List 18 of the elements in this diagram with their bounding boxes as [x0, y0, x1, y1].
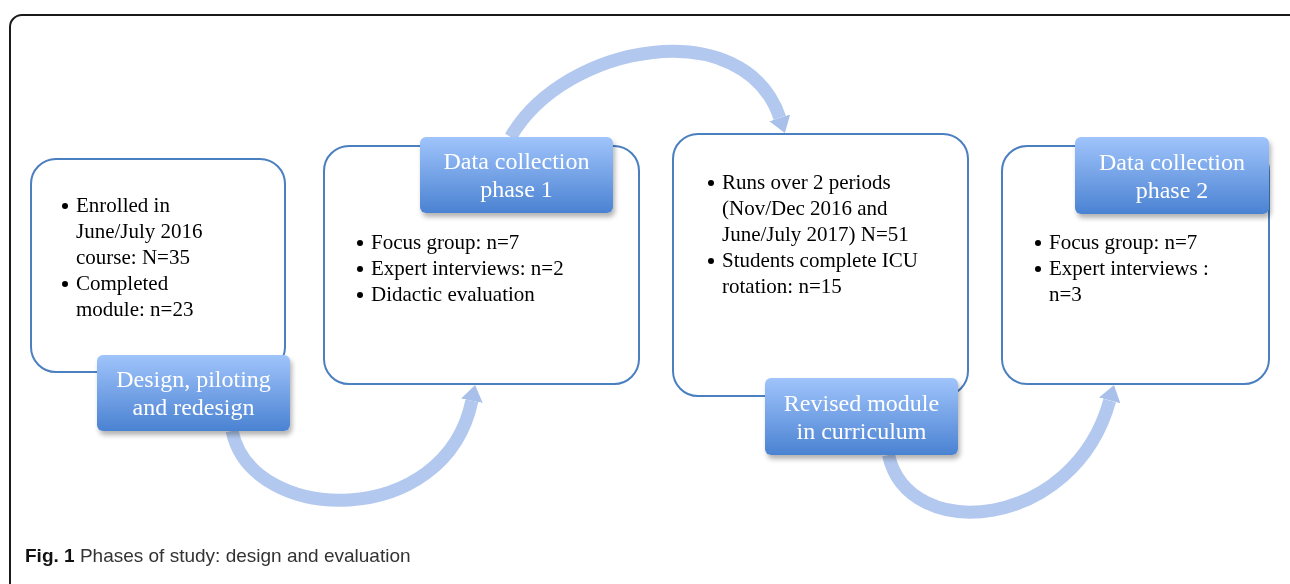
- bullet-text: Enrolled in June/July 2016 course: N=35: [76, 193, 203, 269]
- rounded-panel: [30, 158, 286, 373]
- phase-label-box: Data collection phase 2: [1075, 137, 1269, 214]
- bullet-text: Focus group: n=7: [1049, 230, 1198, 254]
- rounded-panel: [672, 133, 969, 397]
- bullet-text: Focus group: n=7: [371, 230, 520, 254]
- curved-arrow: [882, 385, 1120, 519]
- bullet-text: Expert interviews : n=3: [1049, 256, 1209, 306]
- phase-label-box: Design, piloting and redesign: [97, 355, 290, 431]
- figure-caption: Fig. 1 Phases of study: design and evaluation: [25, 545, 411, 567]
- phase-label-box: Data collection phase 1: [420, 137, 613, 213]
- bullet-text: Completed module: n=23: [76, 271, 194, 321]
- bullet-text: Runs over 2 periods (Nov/Dec 2016 and June/July 2017) N=51: [722, 170, 909, 246]
- bullet-text: Didactic evaluation: [371, 282, 535, 306]
- bullet-text: Students complete ICU rotation: n=15: [722, 248, 918, 298]
- curved-arrow: [226, 385, 483, 507]
- phase-label-box: Revised module in curriculum: [765, 378, 958, 455]
- bullet-text: Expert interviews: n=2: [371, 256, 564, 280]
